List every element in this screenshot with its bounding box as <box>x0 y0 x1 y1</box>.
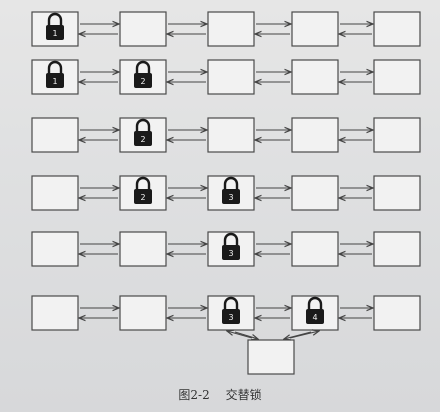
list-node <box>119 11 167 47</box>
node-link-arrows <box>167 308 207 318</box>
list-node <box>373 295 421 331</box>
padlock-icon: 1 <box>46 60 64 88</box>
list-node <box>291 117 339 153</box>
list-node <box>291 59 339 95</box>
node-link-arrows <box>255 24 291 34</box>
padlock-icon: 4 <box>306 296 324 324</box>
lock-number-label: 3 <box>228 313 233 322</box>
list-node <box>207 231 255 267</box>
list-node <box>207 117 255 153</box>
list-node <box>207 59 255 95</box>
node-link-arrows <box>255 130 291 140</box>
list-node <box>31 231 79 267</box>
list-node <box>291 11 339 47</box>
padlock-icon: 1 <box>46 12 64 40</box>
lock-number-label: 1 <box>52 77 57 86</box>
node-link-arrows <box>255 72 291 82</box>
node-link-arrows <box>255 308 291 318</box>
figure-title: 交替锁 <box>225 388 262 402</box>
node-link-arrows <box>339 130 373 140</box>
list-row-5: 3 <box>31 231 421 267</box>
list-node <box>373 59 421 95</box>
node-link-arrows <box>79 188 119 198</box>
list-row-1: 1 <box>31 11 421 47</box>
padlock-icon: 3 <box>222 176 240 204</box>
node-link-arrows <box>79 244 119 254</box>
node-link-arrows <box>167 130 207 140</box>
insert-link-arrows <box>227 331 319 339</box>
list-row-3: 2 <box>31 117 421 153</box>
node-link-arrows <box>79 308 119 318</box>
padlock-icon: 3 <box>222 232 240 260</box>
lock-number-label: 2 <box>140 77 145 86</box>
inserted-node <box>247 339 295 375</box>
node-link-arrows <box>339 308 373 318</box>
padlock-icon: 2 <box>134 60 152 88</box>
node-link-arrows <box>255 188 291 198</box>
list-node <box>291 175 339 211</box>
node-link-arrows <box>339 188 373 198</box>
list-node <box>207 11 255 47</box>
list-node <box>373 11 421 47</box>
node-link-arrows <box>339 72 373 82</box>
node-link-arrows <box>167 72 207 82</box>
list-node <box>31 295 79 331</box>
list-node <box>31 117 79 153</box>
figure-caption: 图2-2 交替锁 <box>0 386 440 403</box>
padlock-icon: 3 <box>222 296 240 324</box>
node-link-arrows <box>167 188 207 198</box>
list-node <box>119 295 167 331</box>
figure-number: 图2-2 <box>178 388 210 402</box>
lock-number-label: 3 <box>228 193 233 202</box>
padlock-icon: 2 <box>134 118 152 146</box>
node-link-arrows <box>167 24 207 34</box>
node-link-arrows <box>339 244 373 254</box>
lock-number-label: 2 <box>140 135 145 144</box>
node-link-arrows <box>167 244 207 254</box>
list-node <box>373 117 421 153</box>
node-link-arrows <box>79 130 119 140</box>
lock-number-label: 3 <box>228 249 233 258</box>
padlock-icon: 2 <box>134 176 152 204</box>
lock-number-label: 2 <box>140 193 145 202</box>
node-link-arrows <box>79 24 119 34</box>
list-node <box>31 175 79 211</box>
list-node <box>373 231 421 267</box>
node-link-arrows <box>79 72 119 82</box>
lock-number-label: 4 <box>312 313 317 322</box>
list-node <box>373 175 421 211</box>
list-node <box>119 231 167 267</box>
lock-number-label: 1 <box>52 29 57 38</box>
list-node <box>291 231 339 267</box>
node-link-arrows <box>255 244 291 254</box>
node-link-arrows <box>339 24 373 34</box>
